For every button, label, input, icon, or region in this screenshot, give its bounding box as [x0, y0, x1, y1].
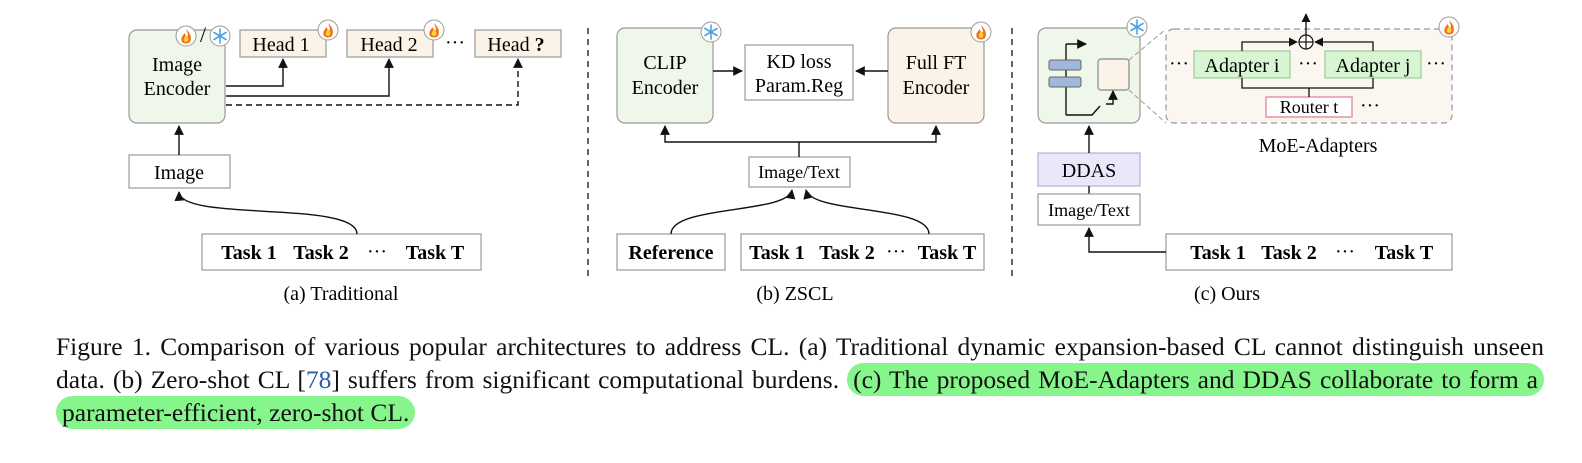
image-input-box	[128, 154, 231, 189]
kd-loss-label-line1: KD loss	[766, 51, 831, 73]
task-stream-box	[1165, 233, 1453, 271]
snowflake-icon	[209, 25, 231, 47]
arrow-adapter-i-to-sum	[1241, 37, 1298, 51]
head-unknown-box	[474, 29, 562, 58]
sum-node-icon	[1298, 34, 1314, 50]
panel-ours: ··· Adapter i ··· Adapter j ··· Router t…	[1037, 13, 1460, 305]
task-2-label: Task 2	[1261, 242, 1316, 264]
task-1-label: Task 1	[221, 242, 276, 264]
clip-encoder-label-line1: CLIP	[643, 52, 686, 74]
task-2-label: Task 2	[819, 242, 874, 264]
head-2-box	[346, 29, 434, 58]
arrow-encoder-to-head-2	[226, 58, 394, 97]
panel-traditional: Image Encoder / Head 1 Head 2 ··· Head ?…	[128, 19, 562, 305]
task-ellipsis: ···	[1335, 241, 1355, 263]
encoder-internal-schematic	[1048, 39, 1130, 116]
task-stream-box	[201, 233, 482, 271]
flame-icon	[423, 19, 445, 41]
router-label: Router t	[1280, 97, 1339, 117]
head-ellipsis: ···	[445, 32, 465, 54]
task-t-label: Task T	[918, 242, 977, 264]
kd-loss-label-line2: Param.Reg	[755, 75, 843, 97]
slash-separator: /	[200, 22, 207, 47]
adapter-ellipsis-middle: ···	[1298, 53, 1318, 75]
panel-c-caption: (c) Ours	[1194, 283, 1260, 305]
adapter-ellipsis-left: ···	[1169, 53, 1189, 75]
head-1-box	[239, 29, 327, 58]
clip-encoder-label-line2: Encoder	[632, 77, 699, 99]
caption-lead: Figure 1. Comparison of various popular …	[56, 332, 1544, 394]
task-ellipsis: ···	[886, 241, 906, 263]
moe-adapters-label: MoE-Adapters	[1259, 135, 1378, 157]
task-stream-box	[740, 233, 985, 271]
task-t-label: Task T	[1375, 242, 1434, 264]
image-input-label: Image	[154, 162, 204, 184]
adapter-j-label: Adapter j	[1336, 55, 1411, 77]
head-2-label: Head 2	[360, 34, 417, 56]
panel-b-caption: (b) ZSCL	[756, 283, 833, 305]
adapter-ellipsis-right: ···	[1426, 53, 1446, 75]
full-ft-encoder-label-line1: Full FT	[906, 52, 967, 74]
zoom-guide-top	[1128, 28, 1167, 61]
flame-icon	[1438, 16, 1460, 38]
panel-a-caption: (a) Traditional	[284, 283, 399, 305]
panel-zscl: CLIP Encoder KD loss Param.Reg Full FT E…	[616, 21, 992, 305]
arrow-tasks-to-input	[803, 189, 930, 235]
image-text-input-box	[1037, 193, 1141, 226]
arrow-reference-to-input	[670, 189, 796, 235]
image-encoder-box	[128, 29, 226, 124]
flame-icon	[970, 21, 992, 43]
snowflake-icon	[700, 21, 722, 43]
task-1-label: Task 1	[1190, 242, 1245, 264]
reference-label: Reference	[628, 242, 713, 264]
arrow-encoder-to-head-1	[226, 58, 288, 87]
snowflake-icon	[1126, 16, 1148, 38]
image-text-input-box	[748, 156, 851, 188]
zoom-guide-bottom	[1128, 89, 1167, 124]
router-ellipsis: ···	[1360, 95, 1380, 117]
image-text-input-label: Image/Text	[1048, 200, 1130, 220]
image-encoder-label-line1: Image	[152, 54, 202, 76]
task-t-label: Task T	[406, 242, 465, 264]
ddas-label: DDAS	[1062, 160, 1116, 182]
task-1-label: Task 1	[749, 242, 804, 264]
flame-icon	[317, 19, 339, 41]
arrow-tasks-to-input	[1084, 227, 1166, 253]
arrow-adapter-j-to-sum	[1314, 37, 1374, 51]
arrow-input-to-clip	[660, 125, 799, 143]
citation-link[interactable]: 78	[305, 365, 332, 394]
kd-loss-box	[744, 44, 854, 101]
figure-caption: Figure 1. Comparison of various popular …	[56, 330, 1544, 429]
task-ellipsis: ···	[367, 241, 387, 263]
image-text-input-label: Image/Text	[758, 162, 840, 182]
ddas-box	[1037, 152, 1141, 187]
adapter-i-label: Adapter i	[1205, 55, 1280, 77]
flame-icon	[175, 25, 197, 47]
task-2-label: Task 2	[293, 242, 348, 264]
arrow-tasks-to-image	[174, 191, 358, 235]
reference-box	[616, 233, 726, 271]
arrow-input-to-fullft	[799, 125, 941, 143]
head-1-label: Head 1	[252, 34, 309, 56]
image-encoder-label-line2: Encoder	[144, 78, 211, 100]
full-ft-encoder-label-line2: Encoder	[903, 77, 970, 99]
caption-middle: ] suffers from significant computational…	[331, 365, 848, 394]
architecture-comparison-figure: Image Encoder / Head 1 Head 2 ··· Head ?…	[128, 13, 1460, 305]
clip-encoder-box	[616, 27, 714, 124]
router-connector	[1241, 78, 1374, 89]
dashed-arrow-encoder-to-head-unknown	[226, 58, 523, 106]
full-ft-encoder-box	[887, 27, 985, 124]
head-unknown-label: Head ?	[487, 34, 544, 56]
